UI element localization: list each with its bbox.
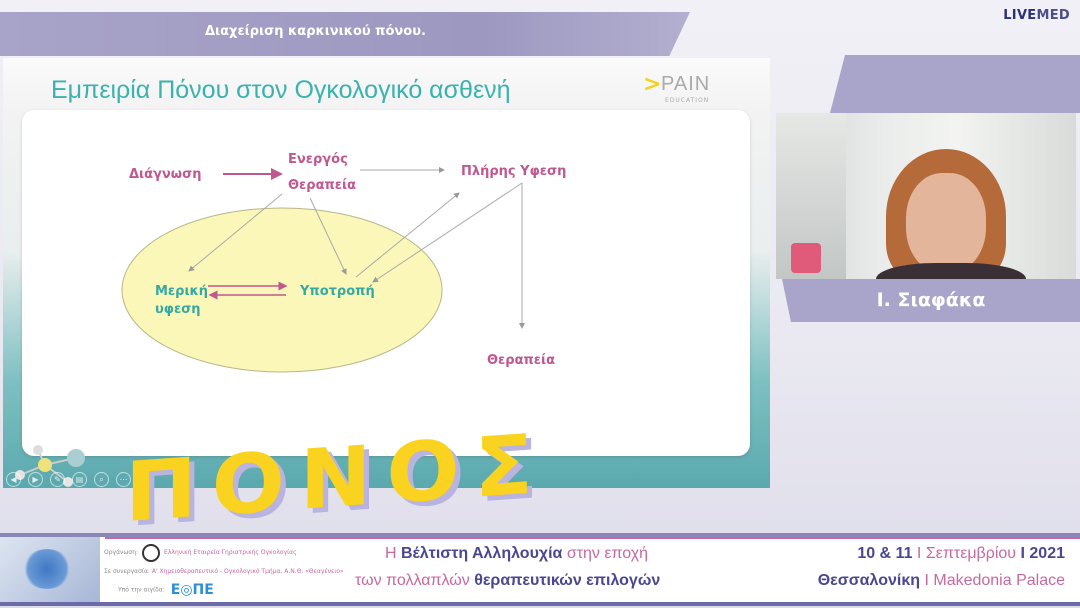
- society-seal-icon: [142, 543, 161, 562]
- label-relapse: Υποτροπή: [299, 284, 375, 299]
- pain-education-logo: > PAIN EDUCATION: [643, 72, 711, 105]
- more-icon[interactable]: ⋯: [116, 472, 131, 487]
- label-therapy-active: Θεραπεία: [288, 178, 356, 193]
- conference-title-line2: των πολλαπλών θεραπευτικών επιλογών: [355, 572, 661, 589]
- speaker-video: [776, 113, 1076, 279]
- label-remission: υφεση: [155, 302, 201, 317]
- speaker-name: Ι. Σιαφάκα: [876, 289, 986, 311]
- decor-band: [830, 55, 1080, 113]
- label-diagnosis: Διάγνωση: [129, 167, 201, 182]
- molecule-icon: [15, 445, 85, 487]
- slide-title: Εμπειρία Πόνου στον Ογκολογικό ασθενή: [51, 76, 511, 104]
- session-title: Διαχείριση καρκινικού πόνου.: [205, 24, 426, 39]
- speaker-name-bar: Ι. Σιαφάκα: [782, 279, 1080, 322]
- next-icon[interactable]: ▶: [28, 472, 43, 487]
- label-therapy: Θεραπεία: [487, 353, 555, 368]
- conference-banner: Οργάνωση:Ελληνική Εταιρεία Γηριατρικής Ο…: [0, 533, 1080, 606]
- conference-venue: Θεσσαλονίκη I Makedonia Palace: [817, 572, 1065, 589]
- conference-logo: [0, 537, 100, 602]
- session-title-bar: Διαχείριση καρκινικού πόνου.: [0, 12, 690, 56]
- label-active: Ενεργός: [288, 152, 348, 167]
- conference-dates: 10 & 11 I Σεπτεμβρίου I 2021: [857, 545, 1065, 562]
- pain-flow-diagram: Διάγνωση Ενεργός Θεραπεία Πλήρης Υφεση Θ…: [121, 152, 566, 373]
- presentation-slide: Εμπειρία Πόνου στον Ογκολογικό ασθενή > …: [3, 58, 770, 541]
- prev-icon[interactable]: ◀: [6, 472, 21, 487]
- label-partial: Μερική: [155, 284, 208, 299]
- chevron-icon: >: [643, 72, 662, 97]
- eope-logo: Ε◎ΠΕ: [170, 582, 214, 598]
- label-full-remission: Πλήρης Υφεση: [461, 164, 566, 179]
- slide-controls: ◀ ▶ ✎ ▤ ⌕ ⋯: [6, 472, 131, 487]
- slides-icon[interactable]: ▤: [72, 472, 87, 487]
- pen-icon[interactable]: ✎: [50, 472, 65, 487]
- conference-title-line1: Η Βέλτιστη Αλληλουχία στην εποχή: [385, 545, 649, 562]
- livemed-logo: LIVEMED: [1003, 8, 1070, 23]
- zoom-icon[interactable]: ⌕: [94, 472, 109, 487]
